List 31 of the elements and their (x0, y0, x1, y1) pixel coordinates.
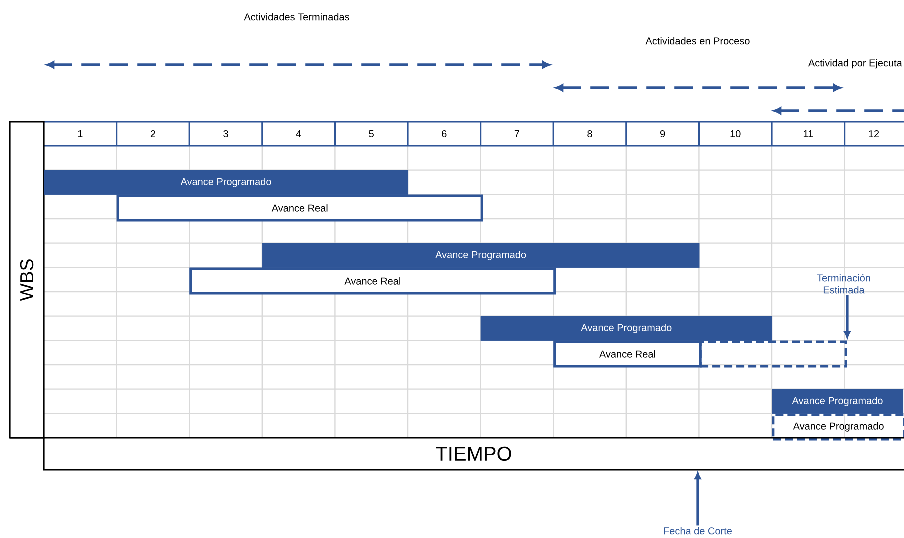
callout-text: Terminación Estimada (817, 274, 870, 294)
scheduled-bar: Avance Programado (480, 316, 773, 342)
arrow (694, 472, 702, 526)
span-label: Actividades en Proceso (646, 37, 750, 45)
scheduled-bar: Avance Programado (44, 170, 409, 196)
span-label: Actividad por Ejecuta (808, 59, 902, 69)
time-axis-box: TIEMPO (9, 437, 904, 471)
actual-bar: Avance Real (190, 268, 556, 295)
scheduled-bar: Avance Programado (772, 389, 904, 414)
column-number: 10 (730, 130, 741, 138)
column-number: 3 (224, 130, 228, 138)
node-label: Avance Programado (792, 397, 883, 406)
column-number: 6 (442, 130, 447, 138)
column-number: 5 (369, 130, 374, 138)
column-number: 12 (869, 130, 880, 138)
arrow (844, 295, 851, 338)
column-number: 9 (660, 130, 666, 138)
projected-bar (699, 340, 848, 368)
span-label: Actividades Terminadas (244, 13, 350, 21)
column-number: 7 (514, 130, 520, 138)
column-number: 1 (78, 130, 83, 138)
projected-bar: Avance Programado (772, 414, 904, 441)
column-number: 4 (296, 130, 302, 138)
axis-label-box: WBS (9, 121, 45, 439)
actual-bar: Avance Real (554, 340, 702, 368)
column-number: 11 (804, 130, 814, 138)
scheduled-bar: Avance Programado (262, 243, 700, 268)
actual-bar: Avance Real (116, 194, 484, 222)
column-number: 2 (150, 130, 156, 138)
column-number: 8 (588, 130, 592, 138)
callout-text: Fecha de Corte (664, 527, 732, 535)
